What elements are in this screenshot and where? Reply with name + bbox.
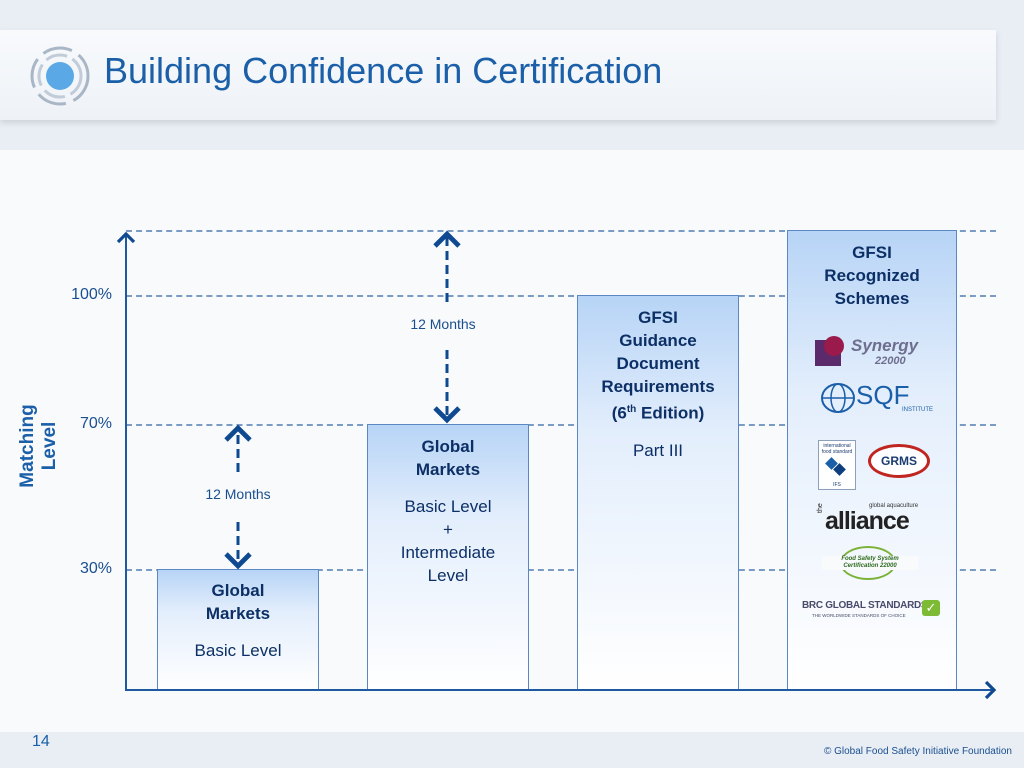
- alliance-logo: global aquaculture the alliance: [817, 503, 927, 537]
- synergy-logo-number: 22000: [875, 355, 906, 367]
- synergy-logo-circle-icon: [824, 336, 844, 356]
- bar-title-line: Global: [211, 581, 265, 600]
- brc-logo-text: BRC GLOBAL STANDARDS: [802, 600, 928, 611]
- grms-logo-text: GRMS: [881, 454, 917, 468]
- ifs-logo-line1: international: [823, 443, 851, 449]
- bar-title: Global Markets: [158, 570, 318, 625]
- interval-label-left: 12 Months: [205, 486, 271, 502]
- gridline-top: [126, 230, 996, 232]
- edition-superscript: th: [626, 404, 637, 415]
- gfsi-logo-icon: [30, 46, 90, 106]
- bar-subtitle-line: +: [443, 520, 453, 539]
- brc-check-icon: ✓: [922, 600, 940, 616]
- sqf-logo: SQF INSTITUTE: [820, 380, 940, 416]
- gridline-30: [126, 569, 996, 571]
- fssc-logo-line2: Certification 22000: [822, 563, 918, 570]
- edition-word: Edition): [636, 403, 705, 423]
- bar-subtitle-line: Intermediate: [400, 543, 496, 562]
- bar-gfsi-guidance: GFSI Guidance Document Requirements (6th…: [577, 295, 739, 690]
- alliance-logo-tagline: global aquaculture: [869, 503, 919, 509]
- title-bar: Building Confidence in Certification: [0, 30, 996, 120]
- fssc-logo-line1: Food Safety System: [822, 556, 918, 563]
- grms-logo: GRMS: [868, 444, 930, 478]
- bar-title-line: Markets: [205, 604, 271, 623]
- gridline-100: [126, 295, 996, 297]
- bar-title-line: GFSI: [638, 308, 678, 327]
- sqf-globe-icon: [821, 383, 855, 413]
- brc-logo-tagline: THE WORLDWIDE STANDARDS OF CHOICE: [812, 613, 906, 618]
- interval-label-middle: 12 Months: [410, 316, 476, 332]
- synergy-logo-text: Synergy: [851, 336, 919, 355]
- ifs-logo: international food standard IFS: [818, 440, 856, 490]
- bar-title-line: Guidance: [619, 331, 697, 350]
- fssc-logo: Food Safety System Certification 22000: [822, 546, 918, 580]
- bar-title-line: Requirements: [601, 377, 715, 396]
- bar-subtitle: Part III: [632, 440, 684, 460]
- bar-global-markets-basic: Global Markets Basic Level: [157, 569, 319, 690]
- tick-label-30: 30%: [79, 560, 112, 577]
- sqf-logo-text: SQF: [856, 380, 910, 410]
- page-number: 14: [32, 733, 50, 750]
- ifs-logo-line2: food standard: [821, 449, 853, 455]
- bar-subtitle-line: Basic Level: [404, 497, 492, 516]
- tick-label-70: 70%: [79, 415, 112, 432]
- gridline-70: [126, 424, 996, 426]
- tick-label-100: 100%: [71, 286, 112, 303]
- bar-title-line: GFSI: [852, 243, 892, 262]
- bar-subtitle: Basic Level: [194, 641, 282, 660]
- bar-global-markets-intermediate: Global Markets Basic Level + Intermediat…: [367, 424, 529, 690]
- bar-title-line: Global: [421, 437, 475, 456]
- bar-title-line-edition: (6th Edition): [578, 398, 738, 425]
- copyright-text: © Global Food Safety Initiative Foundati…: [823, 746, 1012, 757]
- alliance-logo-text: alliance: [825, 507, 910, 535]
- bar-subtitle-line: Level: [427, 566, 469, 585]
- bar-title-line: Schemes: [834, 289, 910, 308]
- sqf-institute-text: INSTITUTE: [902, 407, 933, 413]
- bar-title-line: Recognized: [824, 266, 920, 285]
- slide-title: Building Confidence in Certification: [104, 50, 663, 91]
- bar-title-line: Document: [616, 354, 700, 373]
- ifs-logo-name: IFS: [833, 482, 841, 488]
- synergy-logo: Synergy 22000: [815, 336, 935, 370]
- edition-number: (6: [611, 403, 627, 423]
- bar-title-line: Markets: [415, 460, 481, 479]
- brc-logo: BRC GLOBAL STANDARDS THE WORLDWIDE STAND…: [802, 600, 942, 622]
